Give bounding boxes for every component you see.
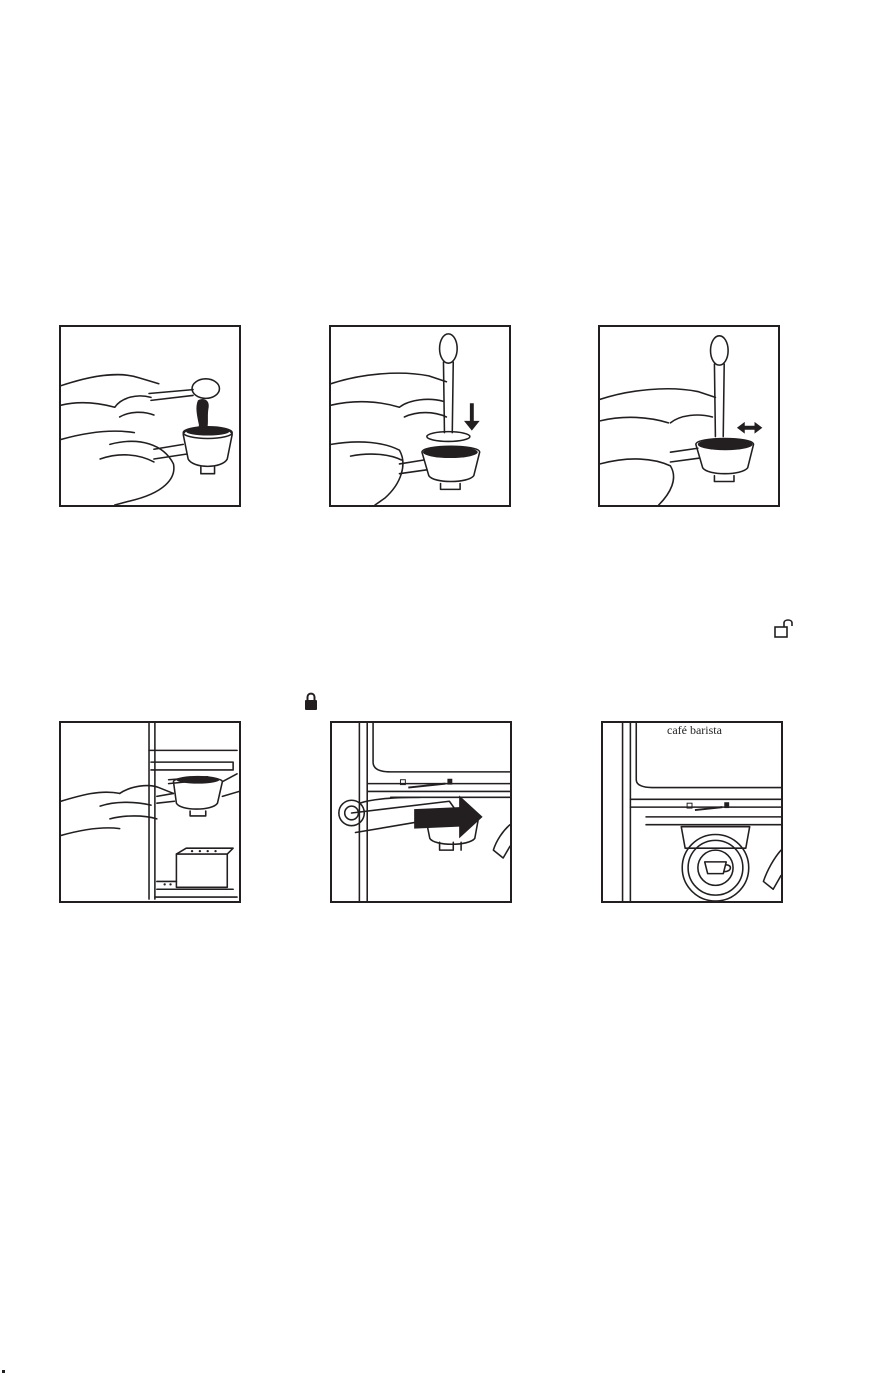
illustration-fill-filter <box>59 325 241 507</box>
illustration-rotate-portafilter <box>330 721 512 903</box>
page-corner-mark <box>2 1370 5 1373</box>
illustration-level-coffee <box>598 325 780 507</box>
insert-portafilter-drawing <box>61 723 239 901</box>
hand-tamp-coffee-drawing <box>331 327 509 505</box>
illustration-portafilter-locked: café barista <box>601 721 783 903</box>
brand-label: café barista <box>667 723 722 738</box>
illustration-insert-portafilter <box>59 721 241 903</box>
unlock-icon <box>773 617 795 639</box>
lock-icon <box>303 691 319 711</box>
hand-level-coffee-drawing <box>600 327 778 505</box>
rotate-portafilter-drawing <box>332 723 510 901</box>
illustration-tamp-coffee <box>329 325 511 507</box>
portafilter-locked-drawing <box>603 723 781 901</box>
hand-scoop-coffee-drawing <box>61 327 239 505</box>
